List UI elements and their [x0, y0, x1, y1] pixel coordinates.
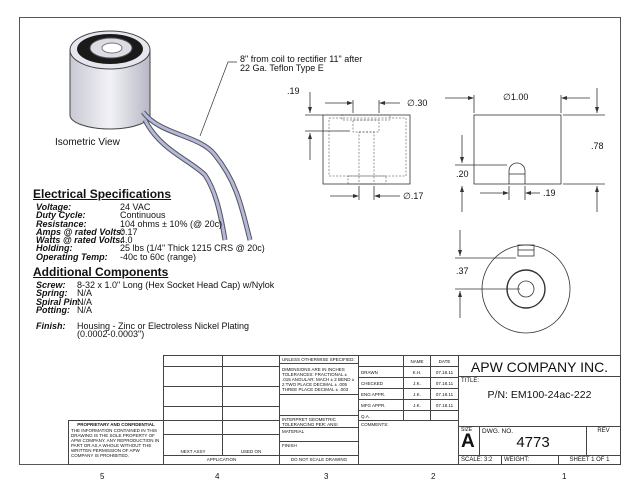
dim-label: .19 [543, 188, 556, 198]
callout-line-1: 8" from coil to rectifier 11" after [240, 54, 363, 64]
spec-key: Holding: [36, 243, 73, 254]
spec-value: 0.17 [120, 226, 138, 237]
spec-row: Duty Cycle: Continuous [36, 210, 265, 221]
top-view [455, 230, 571, 334]
spec-value: 24 VAC [120, 202, 151, 212]
tolerance-spacer [279, 394, 359, 416]
application-cell [163, 366, 223, 387]
application-cell [222, 366, 280, 387]
wire-callout: 8" from coil to rectifier 11" after 22 G… [240, 55, 362, 73]
zone-label: 3 [324, 472, 329, 481]
spec-row: Spring: N/A [36, 288, 274, 299]
spec-key: Amps @ rated Volts: [36, 226, 124, 237]
spec-row: Watts @ rated Volts:4.0 [36, 235, 265, 246]
spec-value: Housing - Zinc or Electroless Nickel Pla… [77, 321, 250, 332]
spec-value: N/A [77, 304, 93, 315]
spec-key: Voltage: [36, 202, 72, 212]
dim-label: .78 [591, 141, 604, 151]
application-cell [163, 420, 223, 435]
spec-row: (0.0002-0.0003") [36, 329, 274, 340]
proprietary-title: PROPRIETARY AND CONFIDENTIAL [77, 422, 155, 427]
spec-value: 8-32 x 1.0" Long (Hex Socket Head Cap) w… [77, 280, 275, 290]
dim-label: .37 [456, 266, 469, 276]
application-cell [163, 406, 223, 421]
spec-value: 25 lbs (1/4" Thick 1215 CRS @ 20c) [120, 243, 265, 254]
title-field: TITLE: P/N: EM100-24ac-222 [458, 376, 621, 427]
callout-line-2: 22 Ga. Teflon Type E [240, 63, 324, 73]
isometric-view [69, 30, 253, 241]
application-cell [222, 420, 280, 435]
zone-label: 2 [431, 472, 436, 481]
dim-label: ∅.30 [407, 98, 428, 108]
application-cell [163, 386, 223, 407]
spec-row: Potting: N/A [36, 304, 274, 315]
title-label: TITLE: [461, 378, 480, 384]
spec-value: (0.0002-0.0003") [77, 329, 145, 340]
spec-row: Screw: 8-32 x 1.0" Long (Hex Socket Head … [36, 280, 275, 290]
spec-value: Continuous [120, 210, 166, 221]
zone-label: 5 [100, 472, 105, 481]
spec-key: Resistance: [36, 218, 87, 229]
spec-value: N/A [77, 296, 93, 307]
scale-field: SCALE: 3:2 [458, 455, 502, 465]
section-title: Additional Components [33, 265, 169, 279]
spec-key: Watts @ rated Volts: [36, 235, 124, 246]
spec-value: 104 ohms ± 10% (@ 20c) [120, 218, 223, 229]
additional-components: Additional Components Screw: 8-32 x 1.0" … [33, 265, 274, 339]
spec-row: Finish: Housing - Zinc or Electroless Nic… [36, 321, 274, 332]
dim-label: .19 [287, 86, 300, 96]
used-on-label: USED ON [222, 434, 280, 456]
dim-label: .20 [456, 169, 469, 179]
zone-label: 4 [215, 472, 220, 481]
spec-row: Voltage: 24 VAC [36, 202, 265, 212]
spec-row: Holding: 25 lbs (1/4" Thick 1215 CRS @ 20… [36, 243, 265, 254]
dim-label: ∅.17 [403, 191, 424, 201]
finish-field: FINISH [279, 441, 359, 456]
spec-row: Amps @ rated Volts:0.17 [36, 226, 265, 237]
section-title: Electrical Specifications [33, 187, 172, 201]
rev-label: REV [586, 426, 621, 456]
part-number: P/N: EM100-24ac-222 [487, 389, 592, 401]
spec-key: Potting: [36, 304, 70, 315]
proprietary-body: THE INFORMATION CONTAINED IN THIS DRAWIN… [71, 428, 160, 458]
do-not-scale: DO NOT SCALE DRAWING [279, 455, 359, 465]
spec-key: Finish: [36, 321, 66, 332]
spec-row: Spiral Pin:N/A [36, 296, 274, 307]
next-assy-label: NEXT ASSY [163, 434, 223, 456]
dwg-no-label: DWG. NO. [482, 428, 514, 435]
spec-row: Operating Temp: -40c to 60c (range) [36, 251, 265, 262]
spec-value: N/A [77, 288, 93, 299]
company-name: APW COMPANY INC. [458, 355, 621, 377]
side-section-view [305, 92, 411, 200]
sheet-field: SHEET 1 OF 1 [558, 455, 621, 465]
application-cell [222, 406, 280, 421]
spec-key: Operating Temp: [36, 251, 108, 262]
comments-field: COMMENTS: [358, 420, 459, 465]
dwg-no-cell: DWG. NO. 4773 [479, 426, 587, 456]
spec-key: Spiral Pin: [36, 296, 81, 307]
spec-key: Spring: [36, 288, 68, 299]
proprietary-notice: PROPRIETARY AND CONFIDENTIAL THE INFORMA… [68, 420, 164, 465]
application-label: APPLICATION [163, 455, 280, 465]
zone-label: 1 [562, 472, 567, 481]
spec-row: Resistance: 104 ohms ± 10% (@ 20c) [36, 218, 265, 229]
spec-key: Duty Cycle: [36, 210, 86, 221]
spec-value: -40c to 60c (range) [120, 251, 197, 262]
dim-label: ∅1.00 [503, 92, 529, 102]
electrical-specifications: Electrical Specifications Voltage: 24 VAC… [33, 187, 265, 261]
size-cell: SIZE A [458, 426, 480, 456]
front-view [445, 88, 605, 212]
isometric-view-label: Isometric View [55, 137, 120, 148]
dwg-no-value: 4773 [516, 434, 550, 451]
size-label: SIZE [461, 427, 473, 433]
spec-value: 4.0 [120, 235, 133, 246]
tolerances-text: DIMENSIONS ARE IN INCHES TOLERANCES: FRA… [279, 363, 359, 395]
size-value: A [461, 431, 475, 452]
spec-key: Screw: [36, 280, 66, 290]
material-field: MATERIAL [279, 427, 359, 442]
application-cell [222, 386, 280, 407]
weight-field: WEIGHT: [501, 455, 559, 465]
dimension-arrows [308, 96, 599, 297]
